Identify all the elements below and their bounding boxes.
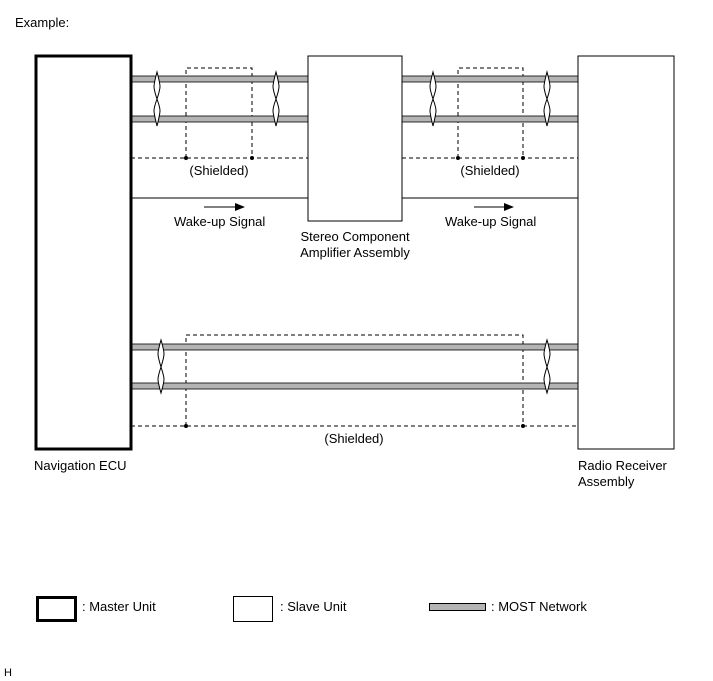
legend-most-swatch: [429, 603, 486, 611]
footer-mark: H: [4, 667, 12, 679]
legend-most-label: : MOST Network: [491, 599, 587, 614]
legend-master-swatch: [36, 596, 77, 622]
radio-receiver-label-line2: Assembly: [578, 474, 635, 489]
shielded-label-left: (Shielded): [189, 163, 249, 178]
diagram-caption: Example:: [15, 15, 70, 30]
wakeup-direction-arrows: [204, 203, 514, 211]
legend-slave-swatch: [233, 596, 273, 622]
radio-receiver-label-line1: Radio Receiver: [578, 458, 667, 473]
legend-slave-label: : Slave Unit: [280, 599, 347, 614]
wakeup-label-right: Wake-up Signal: [445, 214, 537, 229]
shield-drain-dots: [184, 156, 525, 428]
navigation-ecu-box: [34, 54, 133, 451]
navigation-ecu-label: Navigation ECU: [34, 458, 127, 473]
wakeup-label-left: Wake-up Signal: [174, 214, 266, 229]
shielded-label-bottom: (Shielded): [324, 431, 384, 446]
radio-receiver-box: [577, 55, 675, 450]
amplifier-label-line2: Amplifier Assembly: [300, 245, 410, 260]
amplifier-box: [307, 55, 403, 222]
twisted-pair-symbols: [153, 70, 551, 395]
legend-master-label: : Master Unit: [82, 599, 156, 614]
shield-dashed-lines: [131, 67, 578, 427]
amplifier-label-line1: Stereo Component: [300, 229, 410, 244]
shielded-label-right: (Shielded): [460, 163, 520, 178]
